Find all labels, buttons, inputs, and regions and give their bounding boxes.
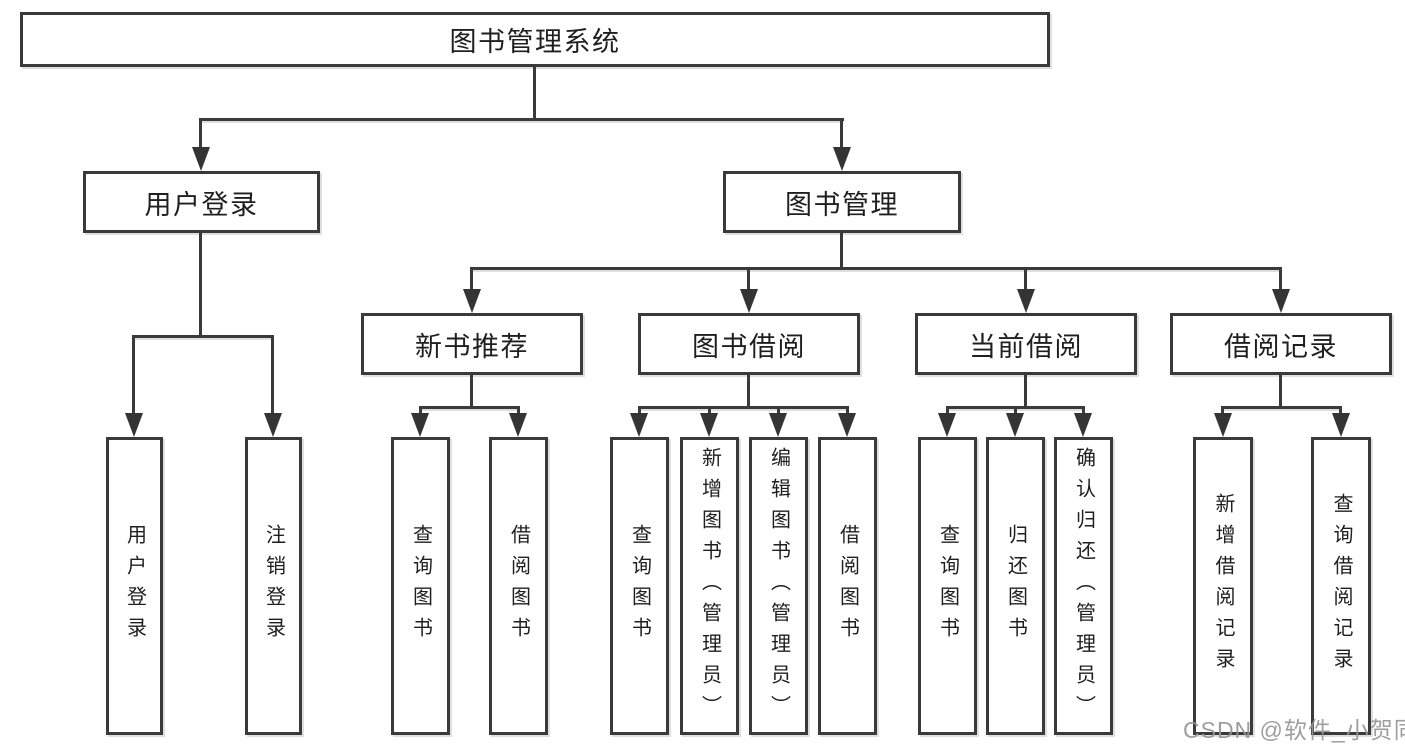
connector-mgmt-bar: [470, 267, 1282, 270]
node-book-management: 图书管理: [723, 171, 961, 233]
leaf-borrowing-borrow-books: 借阅图书: [818, 437, 877, 735]
connector-g3-drop-3: [1082, 406, 1085, 416]
connector-login-bar: [132, 335, 274, 338]
arrow-to-leaf-user-login: [125, 413, 143, 437]
node-borrowing-records: 借阅记录: [1170, 313, 1392, 375]
arrow-g3-confirm-return: [1074, 413, 1092, 437]
connector-root-right-drop: [840, 118, 843, 150]
leaf-user-login: 用户登录: [106, 437, 163, 735]
arrow-g2-borrow-books: [838, 413, 856, 437]
connector-g4-drop-1: [1221, 406, 1224, 416]
connector-g2-drop-3: [777, 406, 780, 416]
connector-g1-drop-1: [419, 406, 422, 416]
connector-g4-bar: [1221, 406, 1342, 409]
node-current-borrowing: 当前借阅: [915, 313, 1137, 375]
arrow-g2-add-book: [700, 413, 718, 437]
connector-g1-stem: [470, 374, 473, 409]
arrow-to-new-book-recommend: [463, 289, 481, 313]
connector-login-drop-2: [271, 335, 274, 416]
arrow-to-user-login: [192, 147, 210, 171]
connector-login-stem: [199, 232, 202, 337]
node-new-book-recommend: 新书推荐: [361, 313, 583, 375]
connector-g1-bar: [419, 406, 520, 409]
connector-root-left-drop: [199, 118, 202, 150]
node-library-management-system: 图书管理系统: [20, 12, 1050, 67]
connector-g4-drop-2: [1339, 406, 1342, 416]
connector-g3-drop-2: [1014, 406, 1017, 416]
node-book-borrowing: 图书借阅: [638, 313, 860, 375]
leaf-records-add-borrow-record: 新增借阅记录: [1193, 437, 1253, 735]
connector-mgmt-drop-2: [747, 267, 750, 292]
connector-g1-drop-2: [517, 406, 520, 416]
leaf-borrowing-query-books: 查询图书: [610, 437, 669, 735]
connector-g2-drop-4: [846, 406, 849, 416]
arrow-to-leaf-logout: [264, 413, 282, 437]
arrow-to-current-borrowing: [1017, 289, 1035, 313]
leaf-recommend-borrow-books: 借阅图书: [489, 437, 548, 735]
arrow-g4-add-record: [1214, 413, 1232, 437]
arrow-g4-query-record: [1332, 413, 1350, 437]
leaf-current-query-books: 查询图书: [918, 437, 977, 735]
connector-g2-stem: [747, 374, 750, 409]
leaf-logout-login: 注销登录: [245, 437, 302, 735]
leaf-recommend-query-books: 查询图书: [391, 437, 450, 735]
arrow-g1-query-books: [411, 413, 429, 437]
connector-root-bar: [199, 118, 844, 121]
node-user-login: 用户登录: [83, 171, 320, 233]
arrow-g3-return-books: [1006, 413, 1024, 437]
connector-g4-stem: [1279, 374, 1282, 409]
connector-mgmt-drop-4: [1279, 267, 1282, 292]
arrow-to-book-management: [833, 147, 851, 171]
leaf-borrowing-edit-book-admin: 编辑图书（管理员）: [749, 437, 808, 735]
leaf-current-confirm-return-admin: 确认归还（管理员）: [1054, 437, 1113, 735]
connector-mgmt-stem: [840, 232, 843, 270]
connector-mgmt-drop-1: [470, 267, 473, 292]
csdn-watermark: CSDN @软件_小贺同学: [1183, 717, 1405, 743]
leaf-current-return-books: 归还图书: [986, 437, 1045, 735]
arrow-g2-edit-book: [769, 413, 787, 437]
arrow-g2-query-books: [630, 413, 648, 437]
connector-login-drop-1: [132, 335, 135, 416]
leaf-records-query-borrow-record: 查询借阅记录: [1311, 437, 1371, 735]
leaf-borrowing-add-book-admin: 新增图书（管理员）: [680, 437, 739, 735]
connector-g3-drop-1: [946, 406, 949, 416]
connector-mgmt-drop-3: [1024, 267, 1027, 292]
connector-g2-drop-2: [708, 406, 711, 416]
connector-g3-stem: [1024, 374, 1027, 409]
arrow-g1-borrow-books: [509, 413, 527, 437]
connector-g2-bar: [638, 406, 849, 409]
arrow-to-borrowing-records: [1272, 289, 1290, 313]
connector-g2-drop-1: [638, 406, 641, 416]
arrow-g3-query-books: [938, 413, 956, 437]
connector-root-stem: [533, 66, 536, 120]
arrow-to-book-borrowing: [740, 289, 758, 313]
